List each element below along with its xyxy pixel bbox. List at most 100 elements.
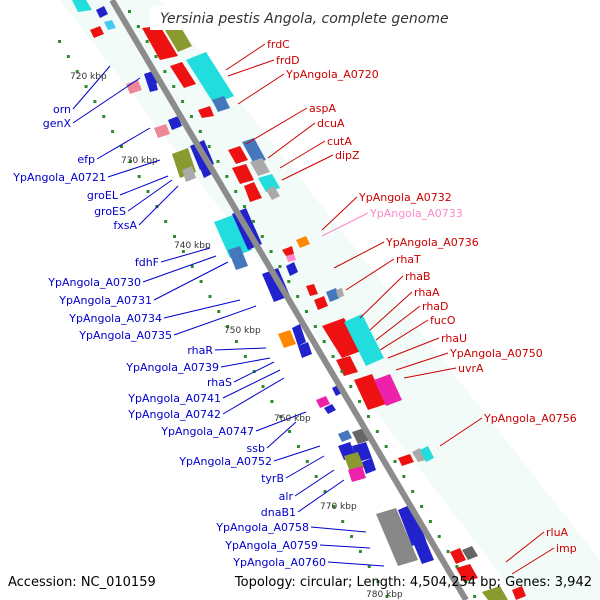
- gene-feature: [104, 20, 116, 30]
- label-connector: [220, 357, 271, 368]
- tick-dot: [198, 130, 202, 133]
- gene-label: rhaD: [422, 300, 449, 313]
- gene-label: ssb: [247, 442, 265, 455]
- tick-dot: [146, 190, 150, 193]
- scale-label: 740 kbp: [174, 241, 211, 251]
- label-connector: [379, 319, 429, 351]
- right-feature-track: [142, 10, 526, 600]
- gene-label: efp: [77, 153, 95, 166]
- label-connector: [153, 261, 229, 301]
- tick-dot: [411, 490, 415, 493]
- label-connector: [369, 291, 413, 331]
- gene-label: YpAngola_A0736: [385, 236, 479, 249]
- tick-dot: [208, 295, 212, 298]
- gene-feature: [398, 454, 414, 466]
- gene-label: YpAngola_A0747: [160, 425, 254, 438]
- tick-dot: [225, 175, 229, 178]
- label-connector: [511, 547, 555, 575]
- gene-label: YpAngola_A0742: [127, 408, 221, 421]
- gene-label: rhaA: [414, 286, 440, 299]
- gene-label: YpAngola_A0759: [224, 539, 318, 552]
- tick-dot: [66, 55, 70, 58]
- tick-dot: [296, 445, 300, 448]
- gene-feature: [228, 146, 248, 164]
- gene-feature: [336, 288, 344, 298]
- tick-dot: [181, 100, 185, 103]
- tick-dot: [341, 520, 345, 523]
- tick-dot: [226, 325, 230, 328]
- gene-feature: [374, 374, 402, 406]
- gene-label: YpAngola_A0735: [78, 329, 172, 342]
- gene-feature: [72, 0, 92, 12]
- gene-feature: [250, 158, 270, 176]
- gene-label: genX: [43, 117, 72, 130]
- tick-dot: [332, 505, 336, 508]
- gene-label: fucO: [430, 314, 456, 327]
- label-connector: [119, 175, 169, 196]
- label-connector: [222, 377, 285, 415]
- gene-label: rhaT: [396, 253, 421, 266]
- gene-label: YpAngola_A0739: [125, 361, 219, 374]
- label-connector: [359, 275, 404, 319]
- gene-label: dnaB1: [261, 506, 296, 519]
- gene-label: orn: [53, 103, 71, 116]
- tick-dot: [199, 280, 203, 283]
- tick-dot: [305, 460, 309, 463]
- gene-label: groEL: [87, 189, 119, 202]
- tick-dot: [234, 190, 238, 193]
- label-connector: [345, 258, 395, 291]
- tick-dot: [216, 160, 220, 163]
- gene-label: YpAngola_A0734: [68, 312, 162, 325]
- label-connector: [255, 411, 307, 432]
- tick-dot: [136, 25, 140, 28]
- tick-dot: [367, 565, 371, 568]
- gene-feature: [296, 236, 310, 248]
- gene-feature: [306, 284, 318, 296]
- gene-feature: [214, 214, 252, 258]
- tick-dot: [428, 520, 432, 523]
- gene-label: YpAngola_A0720: [285, 68, 379, 81]
- gene-label: imp: [556, 542, 577, 555]
- gene-label: YpAngola_A0756: [483, 412, 577, 425]
- topology-text: Topology: circular; Length: 4,504,254 bp…: [234, 575, 592, 590]
- label-connector: [505, 531, 545, 563]
- tick-dot: [243, 355, 247, 358]
- gene-label: YpAngola_A0733: [369, 207, 463, 220]
- tick-dot: [145, 40, 149, 43]
- gene-feature: [286, 262, 298, 276]
- label-connector: [375, 305, 421, 341]
- tick-dot: [243, 205, 247, 208]
- label-connector: [273, 445, 321, 462]
- tick-dot: [93, 100, 97, 103]
- gene-label: YpAngola_A0732: [358, 191, 452, 204]
- tick-dot: [279, 415, 283, 418]
- gene-feature: [165, 26, 192, 52]
- gene-label: tyrB: [261, 472, 284, 485]
- gene-feature: [282, 246, 294, 256]
- tick-dot: [111, 130, 115, 133]
- map-title: Yersinia pestis Angola, complete genome: [160, 11, 449, 27]
- tick-dot: [154, 55, 158, 58]
- gene-label: dcuA: [317, 117, 345, 130]
- gene-feature: [338, 430, 352, 442]
- tick-dot: [393, 460, 397, 463]
- gene-feature: [228, 246, 248, 270]
- label-connector: [333, 241, 385, 269]
- tick-dot: [420, 505, 424, 508]
- gene-feature: [298, 342, 312, 358]
- gene-feature: [232, 164, 254, 184]
- gene-feature: [412, 536, 434, 564]
- tick-dot: [84, 85, 88, 88]
- label-connector: [321, 196, 358, 231]
- tick-dot: [278, 265, 282, 268]
- tick-dot: [349, 385, 353, 388]
- tick-dot: [376, 580, 380, 583]
- gene-label: YpAngola_A0752: [178, 455, 272, 468]
- scale-label: 780 kbp: [366, 590, 403, 600]
- tick-dot: [296, 295, 300, 298]
- scale-label: 760 kbp: [274, 414, 311, 424]
- tick-dot: [288, 430, 292, 433]
- gene-feature: [182, 166, 196, 182]
- label-connector: [279, 140, 326, 169]
